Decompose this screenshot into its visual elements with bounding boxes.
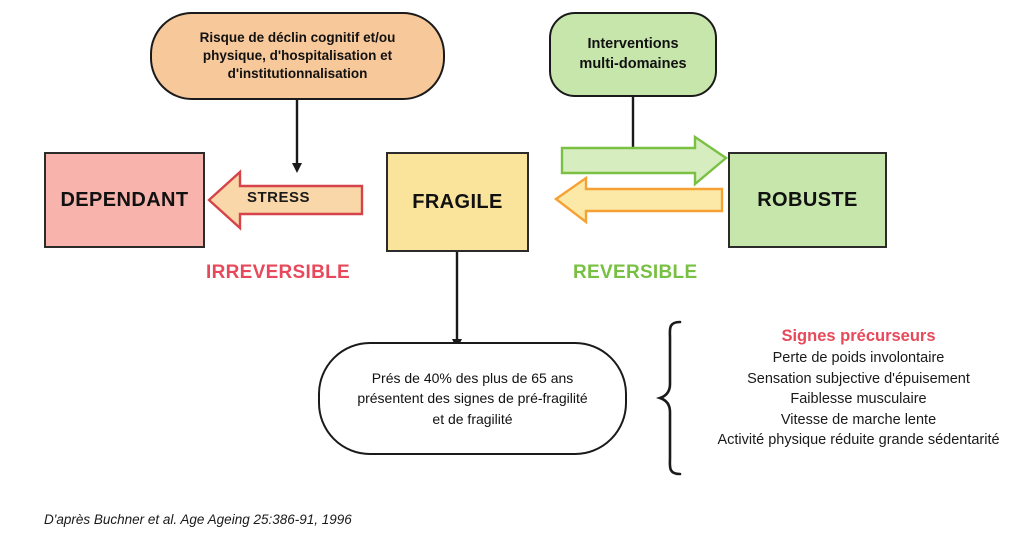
precursor-sign-item: Activité physique réduite grande sédenta… xyxy=(717,432,1000,449)
node-fragile-label: FRAGILE xyxy=(412,190,503,213)
node-robuste-label: ROBUSTE xyxy=(757,188,858,211)
label-reversible: REVERSIBLE xyxy=(573,262,698,283)
stress-arrow-label: STRESS xyxy=(247,189,311,206)
node-dependant: DEPENDANT xyxy=(44,152,205,248)
precursor-signs-block: Signes précurseurs Perte de poids involo… xyxy=(686,327,1031,451)
node-multidomain-interventions-label: Interventions multi-domaines xyxy=(579,35,686,73)
node-fragile: FRAGILE xyxy=(386,152,529,252)
precursor-sign-item: Faiblesse musculaire xyxy=(790,391,927,408)
decline-arrow xyxy=(553,175,724,225)
precursor-sign-item: Sensation subjective d'épuisement xyxy=(747,370,970,387)
source-citation: D'après Buchner et al. Age Ageing 25:386… xyxy=(44,512,352,527)
interventions-line-2: multi-domaines xyxy=(579,55,687,72)
interventions-line-1: Interventions xyxy=(587,36,679,53)
improvement-arrow xyxy=(560,134,728,187)
risk-line-2: physique, d'hospitalisation et xyxy=(202,48,393,64)
curly-brace xyxy=(655,320,682,476)
node-multidomain-interventions: Interventions multi-domaines xyxy=(549,12,717,97)
label-irreversible: IRREVERSIBLE xyxy=(206,262,351,283)
stat-line-2: présentent des signes de pré-fragilité xyxy=(357,390,588,407)
node-dependant-label: DEPENDANT xyxy=(60,188,189,211)
precursor-signs-title: Signes précurseurs xyxy=(781,327,936,345)
precursor-sign-item: Vitesse de marche lente xyxy=(780,411,937,428)
stat-line-1: Prés de 40% des plus de 65 ans xyxy=(371,370,574,387)
node-prefrailty-statistic: Prés de 40% des plus de 65 ans présenten… xyxy=(318,342,627,455)
risk-line-3: d'institutionnalisation xyxy=(227,65,368,81)
node-robuste: ROBUSTE xyxy=(728,152,887,248)
node-prefrailty-statistic-label: Prés de 40% des plus de 65 ans présenten… xyxy=(357,368,587,429)
risk-line-1: Risque de déclin cognitif et/ou xyxy=(199,30,396,46)
precursor-sign-item: Perte de poids involontaire xyxy=(772,350,945,366)
node-risk-of-decline: Risque de déclin cognitif et/ou physique… xyxy=(150,12,445,100)
node-risk-of-decline-label: Risque de déclin cognitif et/ou physique… xyxy=(200,29,396,82)
stat-line-3: et de fragilité xyxy=(432,410,513,427)
